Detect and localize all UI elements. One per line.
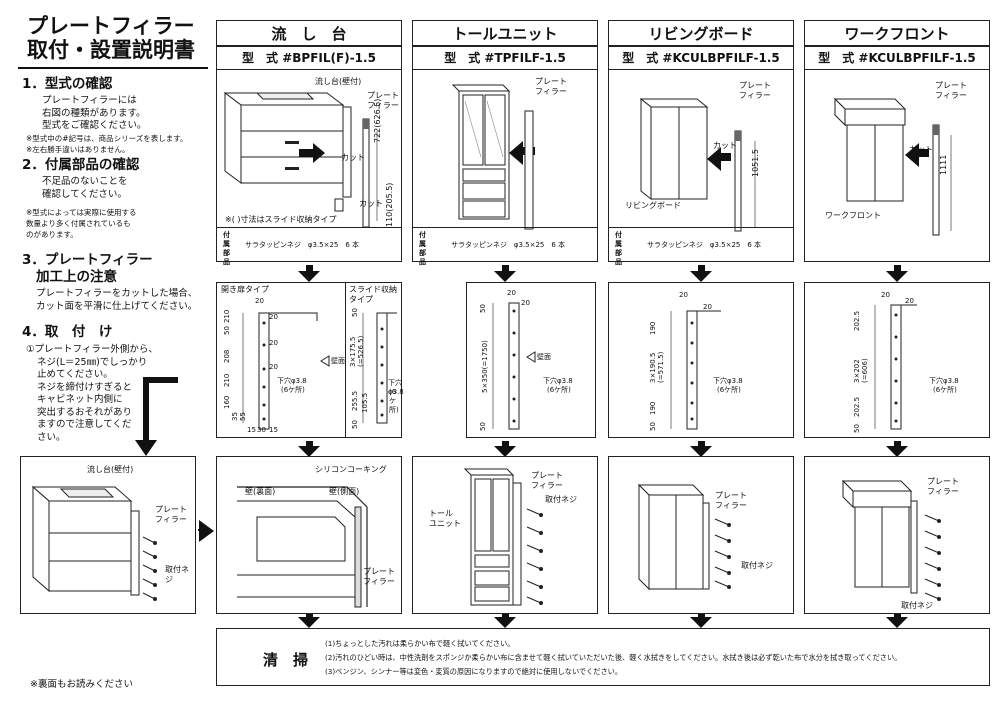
s3-body: プレートフィラーをカットした場合、カット面を平滑に仕上げてください。	[36, 288, 198, 312]
parts-living: サラタッピンネジ φ3.5×25 6 本	[647, 241, 762, 249]
product-box-work: 型 式 #KCULBPFILF-1.5 プレート フィラー カット 1111 ワ…	[804, 46, 990, 262]
tall-drill-drawing	[492, 302, 536, 430]
s2-body: 不足品のないことを確認してください。	[42, 176, 128, 200]
model-tall: 型 式 #TPFILF-1.5	[444, 51, 566, 65]
back-note: ※裏面もお読みください	[30, 679, 133, 690]
s1-heading: 1．型式の確認	[22, 76, 113, 92]
s1-notes: ※型式中の#記号は、商品シリーズを表します。※左右勝手違いはありません。	[26, 134, 188, 154]
product-box-living: 型 式 #KCULBPFILF-1.5 プレート フィラー カット 1051.5…	[608, 46, 794, 266]
install-box-tall: プレート フィラー 取付ネジ トール ユニット	[412, 456, 598, 614]
parts-sink: サラタッピンネジ φ3.5×25 6 本	[245, 241, 360, 249]
sink-drill-drawing	[242, 312, 397, 430]
model-sink: 型 式 #BPFIL(F)-1.5	[242, 51, 376, 65]
install-box-sink: シリコンコーキング 壁(裏面) 壁(側面) プレート フィラー	[216, 456, 402, 614]
col-header-work: ワークフロント	[804, 20, 990, 46]
drill-box-living: 20 20 190 3×190.5 (=571.5) 190 50 下穴φ3.8…	[608, 282, 794, 438]
work-drill-drawing	[874, 304, 917, 430]
s3-heading: 3．プレートフィラー加工上の注意	[22, 252, 153, 285]
work-illustration	[833, 97, 952, 236]
s1-body: プレートフィラーには右図の種類があります。型式をご確認ください。	[42, 95, 147, 131]
install-left-illustration	[31, 485, 157, 601]
living-illustration	[639, 97, 756, 232]
parts-label-tall: 付属部品	[419, 231, 426, 266]
install-box-living: プレート フィラー 取付ネジ	[608, 456, 794, 614]
col-header-tall: トールユニット	[412, 20, 598, 46]
col-header-living: リビングボード	[608, 20, 794, 46]
s4-heading: 4．取 付 け	[22, 324, 113, 340]
install-sink-illustration	[237, 486, 368, 608]
col-header-sink: 流 し 台	[216, 20, 402, 46]
sink-illustration	[223, 92, 378, 228]
drill-box-sink: 開き扉タイプ スライド収納タイプ 20 20 20 20 210 50 208 …	[216, 282, 404, 438]
product-box-sink: 型 式 #BPFIL(F)-1.5 流し台(壁付) プレート フィラー カット …	[216, 46, 402, 266]
drill-box-tall: 20 20 50 5×350(=1750) 50 壁面 下穴φ3.8 (6ケ所)	[466, 282, 596, 438]
cleaning-title: 清 掃	[263, 651, 309, 669]
s2-notes: ※型式によっては実際に使用する数量より多く付属されているものがあります。	[26, 208, 137, 239]
living-drill-drawing	[670, 310, 721, 430]
model-living: 型 式 #KCULBPFILF-1.5	[622, 51, 780, 65]
parts-label-living: 付属部品	[615, 231, 622, 266]
parts-label-sink: 付属部品	[223, 231, 230, 266]
tall-illustration	[451, 84, 535, 230]
install-box-left: 流し台(壁付) プレート フィラー 取付ネジ	[20, 456, 196, 614]
install-tall-illustration	[463, 468, 543, 606]
title-line1: プレートフィラー	[27, 14, 195, 38]
parts-tall: サラタッピンネジ φ3.5×25 6 本	[451, 241, 566, 249]
model-work: 型 式 #KCULBPFILF-1.5	[818, 51, 976, 65]
s4-body: ①プレートフィラー外側から、 ネジ(L＝25㎜)でしっかり 止めてください。 ネ…	[26, 344, 158, 443]
install-living-illustration	[637, 483, 731, 591]
title-rule	[18, 67, 208, 69]
cleaning-box: 清 掃 (1)ちょっとした汚れは柔らかい布で軽く拭いてください。 (2)汚れのひ…	[216, 628, 990, 686]
title-line2: 取付・設置説明書	[27, 38, 195, 62]
drill-box-work: 20 20 202.5 3×202 (=606) 202.5 50 下穴φ3.8…	[804, 282, 990, 438]
product-box-tall: 型 式 #TPFILF-1.5 プレート フィラー 付属部品 サラタッピンネジ …	[412, 46, 598, 266]
cleaning-lines: (1)ちょっとした汚れは柔らかい布で軽く拭いてください。 (2)汚れのひどい時は…	[325, 639, 902, 676]
s2-heading: 2．付属部品の確認	[22, 157, 140, 173]
install-work-illustration	[841, 479, 941, 601]
install-box-work: プレート フィラー 取付ネジ	[804, 456, 990, 614]
